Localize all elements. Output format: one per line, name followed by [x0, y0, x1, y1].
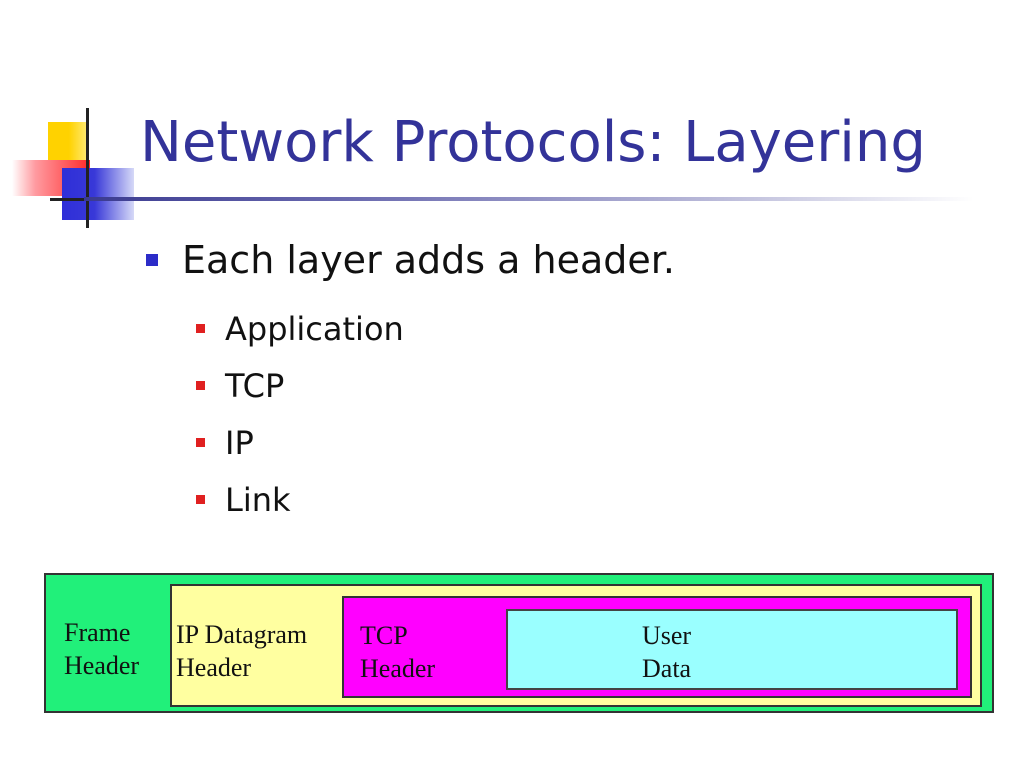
tcp-header-line-1: TCP — [360, 621, 408, 650]
sub-bullet-list: Application TCP IP Link — [196, 300, 404, 528]
user-data-label: User Data — [642, 619, 691, 685]
logo-blue-square — [62, 168, 134, 220]
user-data-box — [506, 609, 958, 690]
square-bullet-icon — [146, 254, 158, 266]
corner-logo-icon — [0, 0, 160, 240]
sub-bullet-text: TCP — [225, 366, 285, 405]
tcp-header-line-2: Header — [360, 654, 436, 683]
ip-header-line-2: Header — [176, 653, 252, 682]
slide-title: Network Protocols: Layering — [140, 110, 926, 175]
tcp-header-label: TCP Header — [360, 619, 435, 685]
ip-header-line-1: IP Datagram — [176, 620, 308, 649]
ip-header-label: IP Datagram Header — [176, 618, 307, 684]
square-bullet-icon — [196, 381, 205, 390]
main-bullet-text: Each layer adds a header. — [182, 238, 675, 282]
square-bullet-icon — [196, 438, 205, 447]
sub-bullet-application: Application — [196, 300, 404, 357]
logo-vertical-line — [86, 108, 89, 228]
user-data-line-2: Data — [642, 654, 692, 683]
sub-bullet-text: IP — [225, 423, 254, 462]
title-underline — [84, 197, 974, 201]
sub-bullet-link: Link — [196, 471, 404, 528]
frame-header-line-1: Frame — [64, 618, 131, 647]
main-bullet: Each layer adds a header. — [146, 238, 675, 282]
frame-header-label: Frame Header — [64, 616, 139, 682]
sub-bullet-text: Application — [225, 309, 404, 348]
user-data-line-1: User — [642, 621, 692, 650]
sub-bullet-text: Link — [225, 480, 291, 519]
square-bullet-icon — [196, 495, 205, 504]
sub-bullet-ip: IP — [196, 414, 404, 471]
square-bullet-icon — [196, 324, 205, 333]
sub-bullet-tcp: TCP — [196, 357, 404, 414]
frame-header-line-2: Header — [64, 651, 140, 680]
